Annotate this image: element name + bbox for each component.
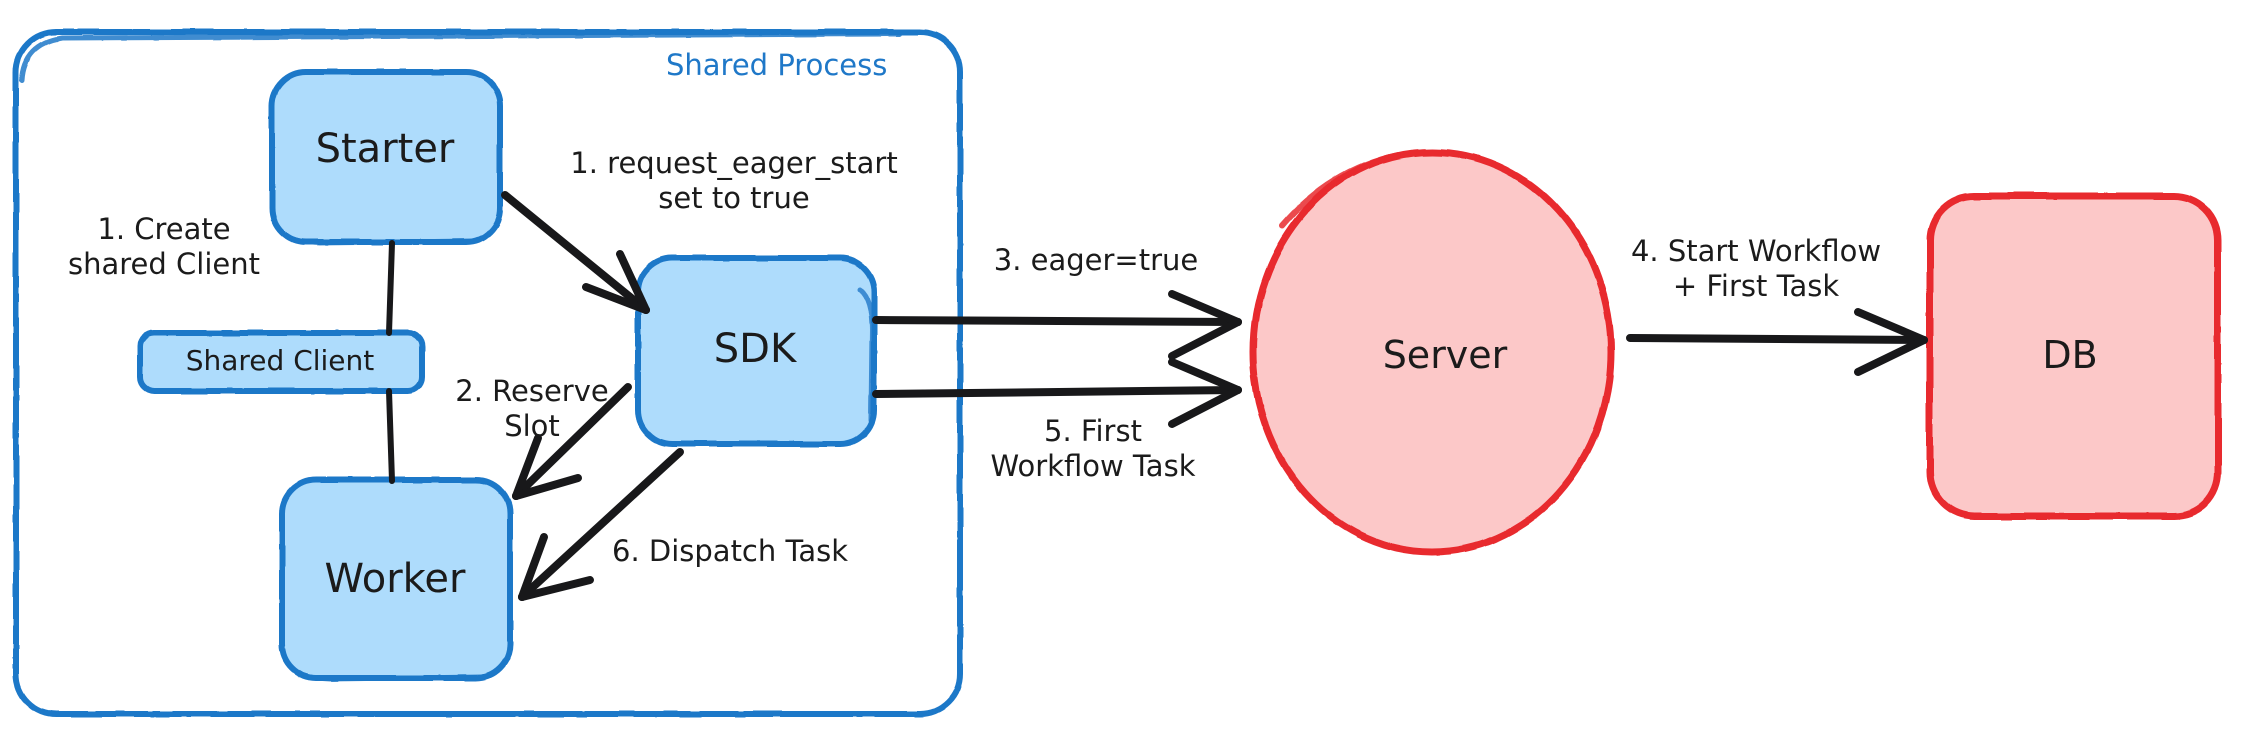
node-db-shape[interactable] — [1926, 192, 2222, 520]
edge-create-shared-client — [386, 240, 395, 484]
edge-label-reserve-slot: 2. Reserve Slot — [455, 374, 609, 444]
edge-first-workflow-task — [872, 358, 1242, 428]
edge-start-workflow — [1626, 308, 1928, 376]
edge-label-eager-true: 3. eager=true — [993, 243, 1199, 277]
node-server-shape[interactable] — [1249, 148, 1615, 556]
edge-eager-true — [872, 290, 1242, 360]
edge-label-start-workflow: 4. Start Workflow + First Task — [1630, 234, 1882, 304]
edge-dispatch-task — [518, 448, 684, 601]
shared-process-container — [13, 29, 963, 717]
edge-label-create-shared-client: 1. Create shared Client — [68, 212, 260, 282]
edge-label-first-workflow-task: 5. First Workflow Task — [990, 414, 1196, 484]
edge-request-eager-start — [501, 191, 650, 314]
node-starter-shape[interactable] — [269, 69, 503, 246]
node-shared-client-shape[interactable] — [137, 330, 425, 394]
shared-process-title: Shared Process — [666, 48, 888, 82]
edge-label-request-eager-start: 1. request_eager_start set to true — [570, 146, 898, 216]
edge-reserve-slot — [512, 383, 632, 500]
node-worker-shape[interactable] — [279, 477, 513, 682]
edge-label-dispatch-task: 6. Dispatch Task — [612, 534, 849, 568]
node-sdk-shape[interactable] — [635, 255, 877, 447]
